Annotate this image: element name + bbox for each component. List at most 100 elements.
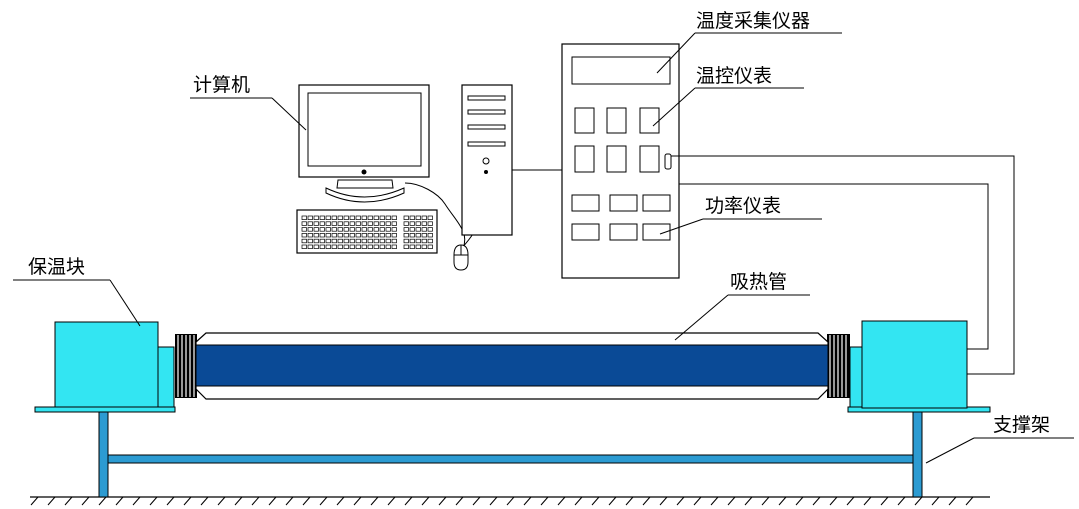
keyboard-key <box>343 215 349 220</box>
keyboard-key <box>355 227 361 232</box>
instrument-box <box>561 43 680 279</box>
keyboard-key <box>367 215 373 220</box>
ground-hatch-mark <box>489 496 498 506</box>
ground-hatch-mark <box>455 496 464 506</box>
ground-hatch-mark <box>608 496 617 506</box>
keyboard-key <box>403 233 409 238</box>
support-crossbar <box>107 454 914 464</box>
leader-temp-control <box>652 87 696 127</box>
keyboard-key <box>409 244 415 249</box>
keyboard-key <box>337 238 343 244</box>
keyboard-key <box>325 244 331 249</box>
ground-hatch-mark <box>574 496 583 506</box>
keyboard-key <box>301 227 307 232</box>
keyboard-key <box>391 227 397 232</box>
ground-hatch-mark <box>336 496 345 506</box>
ground-hatch-mark <box>931 496 940 506</box>
keyboard-key <box>319 227 325 232</box>
ground-hatch-mark <box>200 496 209 506</box>
ground-hatch-mark <box>115 496 124 506</box>
keyboard-key <box>331 215 337 220</box>
ground-hatch-mark <box>659 496 668 506</box>
keyboard-key <box>403 215 409 220</box>
keyboard-key <box>343 221 349 226</box>
keyboard-key <box>379 244 385 249</box>
label-heat-absorbing-tube: 吸热管 <box>730 271 787 293</box>
keyboard-key <box>373 244 379 249</box>
ground-hatch-mark <box>914 496 923 506</box>
ground-hatch-mark <box>98 496 107 506</box>
keyboard-key <box>415 221 421 226</box>
ground-hatch-mark <box>591 496 600 506</box>
keyboard-key <box>391 221 397 226</box>
keyboard-key <box>349 215 355 220</box>
ground-hatch-mark <box>863 496 872 506</box>
keyboard-key <box>355 215 361 220</box>
keyboard-key <box>337 221 343 226</box>
ground-hatch-mark <box>965 496 974 506</box>
keyboard-key <box>403 227 409 232</box>
keyboard-key <box>385 233 391 238</box>
heat-absorbing-tube <box>175 332 850 400</box>
keyboard-key <box>415 233 421 238</box>
keyboard-key <box>307 227 313 232</box>
keyboard-key <box>301 233 307 238</box>
keyboard-key <box>331 244 337 249</box>
keyboard-key <box>409 238 415 244</box>
keyboard-icon <box>296 209 438 254</box>
keyboard-key <box>343 244 349 249</box>
probe-connector <box>664 153 672 170</box>
ground-hatch-mark <box>676 496 685 506</box>
keyboard-key <box>301 244 307 249</box>
keyboard-key <box>421 215 427 220</box>
ground-hatch-mark <box>268 496 277 506</box>
leader-support <box>925 437 975 464</box>
ground-hatch-mark <box>880 496 889 506</box>
leader-temp-collector <box>656 32 696 74</box>
keyboard-key <box>421 238 427 244</box>
keyboard-key <box>349 244 355 249</box>
ground-hatch-mark <box>710 496 719 506</box>
ground-hatch-mark <box>761 496 770 506</box>
keyboard-key <box>331 221 337 226</box>
keyboard-key <box>325 233 331 238</box>
ground-hatch-mark <box>387 496 396 506</box>
keyboard-key <box>313 233 319 238</box>
keyboard-key <box>427 244 433 249</box>
tube-absorber-inner <box>195 344 829 387</box>
keyboard-key <box>349 233 355 238</box>
ground-hatch-mark <box>727 496 736 506</box>
keyboard-key <box>337 227 343 232</box>
ground-hatch-mark <box>829 496 838 506</box>
keyboard-key <box>301 215 307 220</box>
keyboard-key <box>331 227 337 232</box>
ground-hatch-mark <box>217 496 226 506</box>
ground-hatch-mark <box>251 496 260 506</box>
keyboard-key <box>367 227 373 232</box>
keyboard-key <box>367 238 373 244</box>
ground-hatch-mark <box>897 496 906 506</box>
keyboard-key <box>343 238 349 244</box>
wire-power <box>679 183 989 350</box>
keyboard-key <box>403 221 409 226</box>
keyboard-key <box>337 233 343 238</box>
keyboard-key <box>307 244 313 249</box>
ground-hatch-mark <box>812 496 821 506</box>
keyboard-key <box>349 238 355 244</box>
monitor-screen <box>307 92 422 167</box>
ground-hatch-mark <box>370 496 379 506</box>
ground-hatch-mark <box>744 496 753 506</box>
keyboard-key <box>355 221 361 226</box>
keyboard-key <box>361 233 367 238</box>
keyboard-key <box>415 244 421 249</box>
keyboard-key <box>391 244 397 249</box>
keyboard-key <box>427 233 433 238</box>
ground-hatch-mark <box>948 496 957 506</box>
leader-computer <box>271 97 307 131</box>
ground-hatch-mark <box>47 496 56 506</box>
keyboard-key <box>313 227 319 232</box>
keyboard-key <box>349 221 355 226</box>
keyboard-key <box>319 244 325 249</box>
ground-hatch-mark <box>557 496 566 506</box>
monitor-power-dot <box>361 169 367 175</box>
